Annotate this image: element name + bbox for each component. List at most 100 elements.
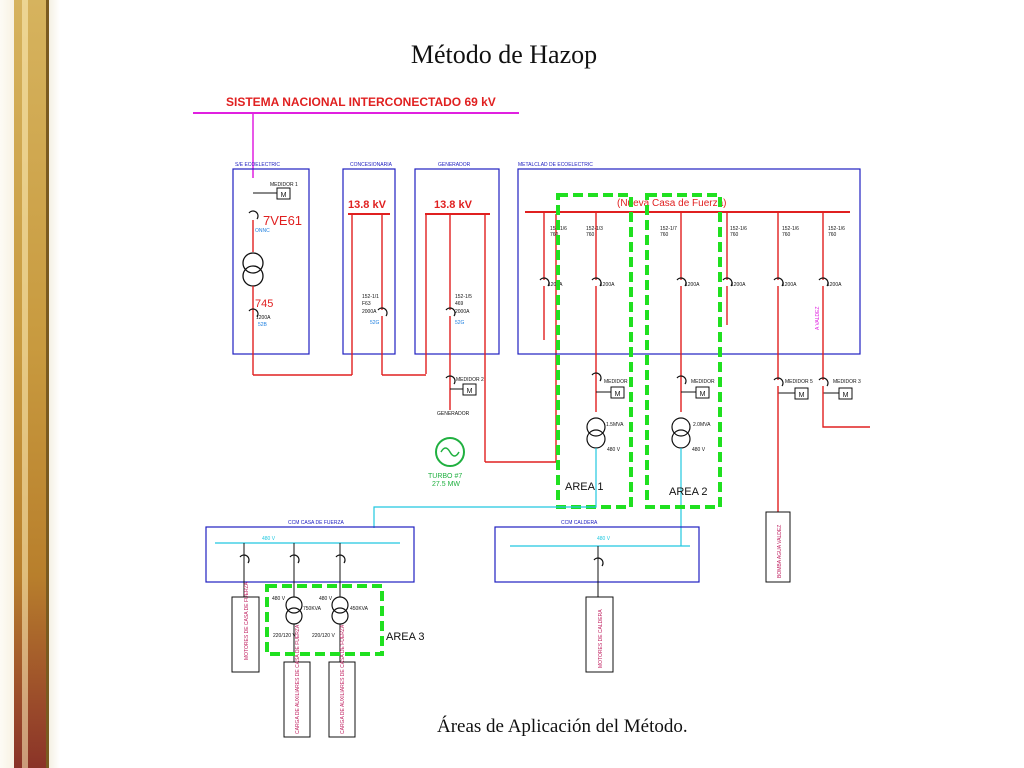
feeder-6-rating: 1200A xyxy=(827,282,842,288)
se-relay-label: 7VE61 xyxy=(263,213,302,228)
ccm-fuerza-voltage: 480 V xyxy=(262,536,276,542)
slide-caption: Áreas de Aplicación del Método. xyxy=(437,716,688,737)
feeder-2-rating: 1200A xyxy=(600,282,615,288)
ccm-caldera-voltage: 480 V xyxy=(597,536,611,542)
feeder-1-pos: 760 xyxy=(550,232,559,238)
se-relay2-label: 745 xyxy=(255,298,273,310)
tx3b-lv: 220/120 V xyxy=(312,633,335,639)
area1-tx-rating: 1.5MVA xyxy=(606,422,624,428)
gen-voltage: 13.8 kV xyxy=(434,199,473,211)
bar-edge xyxy=(46,0,49,768)
motores-caldera-box xyxy=(585,596,614,673)
bomba-label: BOMBA AGUA VALDEZ xyxy=(777,525,783,578)
tx3a-hv: 480 V xyxy=(272,596,286,602)
se-relay-sub: ONNC xyxy=(255,228,270,234)
motores-fuerza-box xyxy=(231,596,260,673)
switchgear-box xyxy=(517,168,861,355)
carga-a-label: CARGA DE AUXILIARES DE CASA DE FUERZA xyxy=(295,624,301,734)
gen-breaker-tag: 52G xyxy=(455,320,465,326)
feeder-side-note: A VALDEZ xyxy=(815,306,821,330)
meter5-label: MEDIDOR 5 xyxy=(785,379,813,385)
gen-meter-symbol: M xyxy=(467,388,473,395)
se-breaker-tag: 52B xyxy=(258,322,268,328)
meter3-symbol: M xyxy=(843,392,849,399)
feeder-5-id: 152-1/6 xyxy=(782,226,799,232)
conc-breaker-pos: F63 xyxy=(362,301,371,307)
feeder-3-pos: 760 xyxy=(660,232,669,238)
feeder-3-rating: 1200A xyxy=(685,282,700,288)
feeder-2-id: 152-1/3 xyxy=(586,226,603,232)
carga-b-box xyxy=(328,661,356,738)
conc-breaker-tag: 52G xyxy=(370,320,380,326)
grid-label: SISTEMA NACIONAL INTERCONECTADO 69 kV xyxy=(226,95,496,109)
feeder-2-pos: 760 xyxy=(586,232,595,238)
feeder-5-rating: 1200A xyxy=(782,282,797,288)
concesionaria-box xyxy=(342,168,396,355)
slide-decoration-bar xyxy=(0,0,60,768)
meter3-label: MEDIDOR 3 xyxy=(833,379,861,385)
feeder-4-pos: 760 xyxy=(730,232,739,238)
nueva-casa-label: (Nueva Casa de Fuerza) xyxy=(617,198,727,209)
bar-main xyxy=(14,0,48,768)
area1-label: AREA 1 xyxy=(565,481,604,493)
generator-symbol xyxy=(435,437,465,467)
feeder-5-pos: 760 xyxy=(782,232,791,238)
area3-label: AREA 3 xyxy=(386,631,425,643)
conc-breaker-rating: 2000A xyxy=(362,309,377,315)
turbo-label: TURBO #7 xyxy=(428,473,462,480)
ccm-fuerza-box xyxy=(205,526,415,583)
conc-voltage: 13.8 kV xyxy=(348,199,387,211)
concesionaria-label: CONCESIONARIA xyxy=(350,162,393,168)
area2-tx-lv: 480 V xyxy=(692,447,706,453)
se-box-label: S/E ECOELECTRIC xyxy=(235,162,280,168)
feeder-1-rating: 1200A xyxy=(548,282,563,288)
tx3b-rating: 450KVA xyxy=(350,606,369,612)
tx3b-hv: 480 V xyxy=(319,596,333,602)
bomba-box xyxy=(765,511,791,583)
gen-caption: GENERADOR xyxy=(437,411,470,417)
carga-b-label: CARGA DE AUXILIARES DE CASA DE FUERZA xyxy=(340,624,346,734)
area2-tx-rating: 2.0MVA xyxy=(693,422,711,428)
area2-meter-symbol: M xyxy=(700,391,706,398)
switchgear-label: METALCLAD DE ECOELECTRIC xyxy=(518,162,593,168)
generador-box xyxy=(414,168,500,355)
area2-label: AREA 2 xyxy=(669,486,708,498)
ccm-caldera-label: CCM CALDERA xyxy=(561,520,598,526)
tx3a-lv: 220/120 V xyxy=(273,633,296,639)
motores-caldera-label: MOTORES DE CALDERA xyxy=(598,609,604,668)
area2-box xyxy=(645,193,722,509)
ccm-caldera-box xyxy=(494,526,700,583)
tx3a-rating: 750KVA xyxy=(303,606,322,612)
area2-meter-label: MEDIDOR xyxy=(691,379,715,385)
ccm-fuerza-label: CCM CASA DE FUERZA xyxy=(288,520,345,526)
se-meter-label: MEDIDOR 1 xyxy=(270,182,298,188)
area1-tx-lv: 480 V xyxy=(607,447,621,453)
se-breaker-top xyxy=(248,210,259,220)
area1-box xyxy=(556,193,633,509)
slide-title: Método de Hazop xyxy=(410,40,598,69)
gen-breaker-pos: 469 xyxy=(455,301,464,307)
se-meter-symbol: M xyxy=(281,192,287,199)
bar-highlight xyxy=(22,0,28,768)
area1-meter-label: MEDIDOR xyxy=(604,379,628,385)
generador-label: GENERADOR xyxy=(438,162,471,168)
turbo-rating: 27.5 MW xyxy=(432,481,460,488)
meter5-symbol: M xyxy=(799,392,805,399)
carga-a-box xyxy=(283,661,311,738)
feeder-6-pos: 760 xyxy=(828,232,837,238)
gen-breaker-rating: 2000A xyxy=(455,309,470,315)
gen-breaker-id: 152-1/5 xyxy=(455,294,472,300)
feeder-3-id: 152-1/7 xyxy=(660,226,677,232)
feeder-6-id: 152-1/6 xyxy=(828,226,845,232)
motores-fuerza-label: MOTORES DE CASA DE FUERZA xyxy=(244,581,250,660)
conc-breaker-id: 152-1/1 xyxy=(362,294,379,300)
area1-meter-symbol: M xyxy=(615,391,621,398)
